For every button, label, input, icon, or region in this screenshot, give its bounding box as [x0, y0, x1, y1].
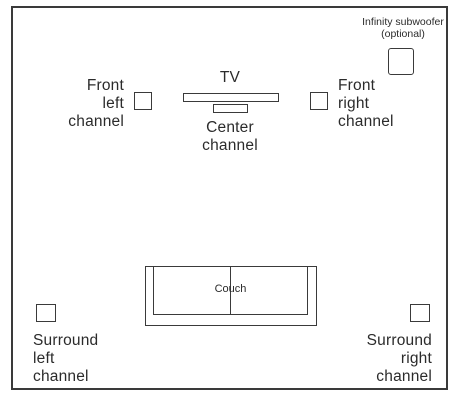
couch-divider	[230, 267, 231, 315]
front-left-label: Front left channel	[68, 77, 124, 130]
surround-left-speaker-icon	[36, 304, 56, 322]
surround-left-label: Surround left channel	[33, 332, 99, 385]
subwoofer-icon	[388, 48, 414, 75]
surround-right-label: Surround right channel	[366, 332, 432, 385]
front-left-speaker-icon	[134, 92, 152, 110]
center-channel-label: Center channel	[202, 119, 258, 154]
surround-right-speaker-icon	[410, 304, 430, 322]
tv-icon	[183, 93, 279, 102]
subwoofer-label: Infinity subwoofer (optional)	[362, 16, 444, 40]
couch-icon: Couch	[145, 266, 317, 326]
room-outline	[11, 6, 448, 390]
couch-seat: Couch	[153, 267, 308, 315]
couch-label: Couch	[214, 283, 247, 295]
tv-label: TV	[219, 69, 241, 86]
front-right-label: Front right channel	[338, 77, 394, 130]
front-right-speaker-icon	[310, 92, 328, 110]
center-speaker-icon	[213, 104, 248, 113]
